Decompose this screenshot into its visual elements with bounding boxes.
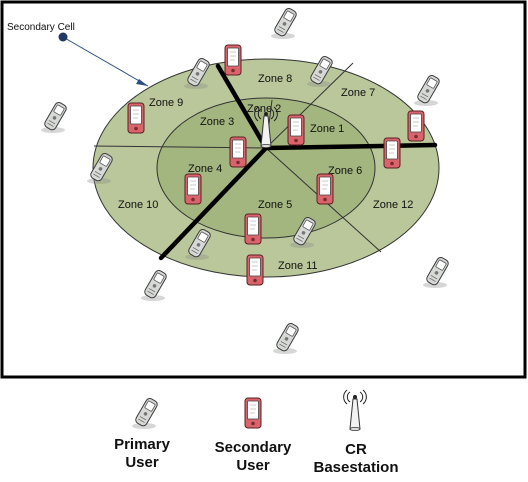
legend-secondary-user-line2: User bbox=[236, 457, 270, 474]
legend-primary-user-label: Primary User bbox=[87, 436, 197, 472]
callout-dot bbox=[58, 32, 68, 42]
legend-secondary-user-line1: Secondary bbox=[214, 439, 292, 456]
zone-9-label: Zone 9 bbox=[149, 97, 183, 109]
secondary-user-icon bbox=[407, 110, 425, 142]
secondary-user-icon bbox=[316, 173, 334, 205]
secondary-user-icon bbox=[383, 137, 401, 169]
secondary-user-icon bbox=[184, 173, 202, 205]
legend-secondary-user-icon bbox=[244, 397, 262, 429]
zone-4-label: Zone 4 bbox=[188, 163, 222, 175]
legend-primary-user-icon bbox=[131, 396, 160, 430]
zone-5-label: Zone 5 bbox=[258, 199, 292, 211]
zone-10-label: Zone 10 bbox=[118, 199, 158, 211]
secondary-user-icon bbox=[127, 102, 145, 134]
legend-cr-basestation-icon bbox=[343, 389, 367, 432]
secondary-user-icon bbox=[287, 114, 305, 146]
callout-label: Secondary Cell bbox=[7, 22, 75, 33]
callout-arrowhead bbox=[136, 79, 148, 86]
legend-secondary-user-label: Secondary User bbox=[198, 439, 308, 475]
zone-1-label: Zone 1 bbox=[310, 123, 344, 135]
zone-7-label: Zone 7 bbox=[341, 87, 375, 99]
legend-primary-user-line1: Primary bbox=[114, 436, 170, 453]
legend-cr-basestation-line2: Basestation bbox=[313, 459, 399, 476]
zone-3-label: Zone 3 bbox=[200, 116, 234, 128]
legend-cr-basestation-label: CR Basestation bbox=[301, 441, 411, 477]
legend-cr-basestation-line1: CR bbox=[345, 441, 367, 458]
zone-12-label: Zone 12 bbox=[373, 199, 413, 211]
secondary-user-icon bbox=[244, 213, 262, 245]
secondary-user-icon bbox=[224, 44, 242, 76]
zone-11-label: Zone 11 bbox=[278, 260, 318, 272]
secondary-user-icon bbox=[229, 136, 247, 168]
primary-boundaries bbox=[158, 63, 438, 261]
callout-line bbox=[62, 36, 149, 87]
legend-primary-user-line2: User bbox=[125, 454, 159, 471]
zone-2-label: Zone 2 bbox=[247, 103, 281, 115]
zone-8-label: Zone 8 bbox=[258, 73, 292, 85]
secondary-user-icon bbox=[246, 254, 264, 286]
zone-6-label: Zone 6 bbox=[328, 165, 362, 177]
